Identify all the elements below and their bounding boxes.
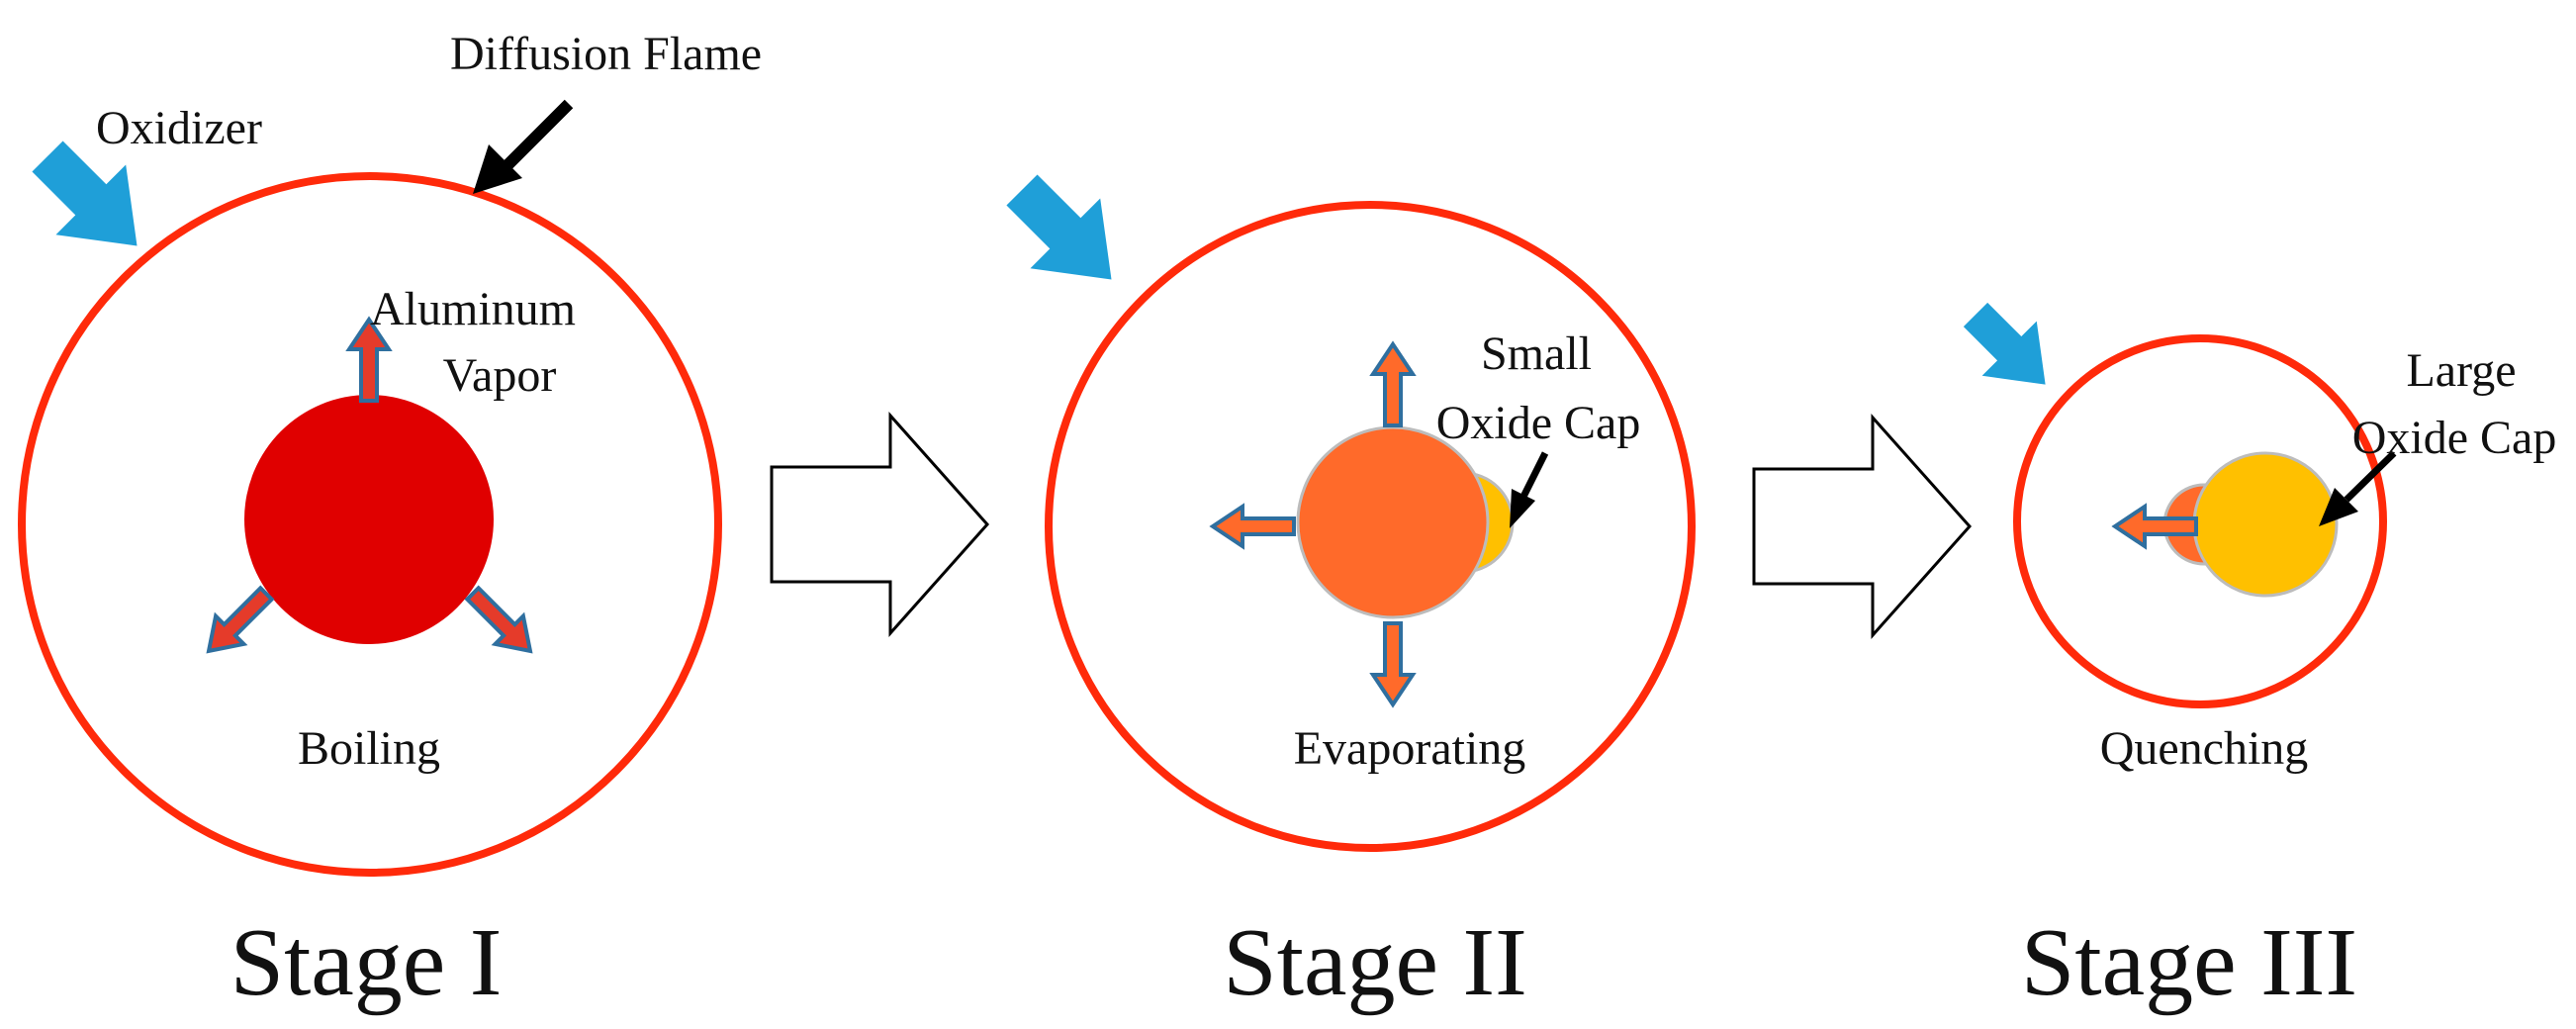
pointer-arrow-icon (498, 99, 574, 175)
stage-3-title: Stage III (2021, 909, 2357, 1016)
pointer-arrow-icon (1510, 489, 1535, 528)
stage-2-title: Stage II (1223, 909, 1527, 1016)
stage-3-process-label: Quenching (2100, 722, 2309, 775)
vapor-arrow-icon (1371, 342, 1415, 427)
stage-1-group: Oxidizer Diffusion Flame Aluminum Vapor … (12, 28, 762, 1016)
oxidizer-label: Oxidizer (96, 102, 262, 154)
stage-1-process-label: Boiling (298, 722, 440, 775)
vapor-arrow-icon (1211, 505, 1296, 548)
stage-1-flame-circle (18, 172, 722, 877)
vapor-arrow-icon (195, 580, 280, 665)
pointer-arrow-icon (473, 144, 522, 194)
stage-2-process-label: Evaporating (1294, 722, 1526, 775)
stage-2-group: Small Oxide Cap Evaporating Stage II (986, 154, 1696, 1016)
diffusion-flame-label: Diffusion Flame (450, 28, 762, 80)
large-oxide-cap-label-line2: Oxide Cap (2352, 412, 2557, 464)
large-oxide-cap-label-line1: Large (2406, 344, 2516, 397)
oxidizer-arrow-icon (1948, 287, 2073, 413)
stage-3-flame-circle (2013, 334, 2387, 708)
vapor-arrow-icon (1371, 621, 1415, 706)
small-oxide-cap-label-line1: Small (1481, 327, 1592, 380)
stage-transition-arrow-icon (770, 414, 989, 635)
pointer-arrow-icon (1519, 451, 1549, 499)
oxidizer-arrow-icon (986, 154, 1147, 315)
stage-1-droplet (244, 395, 494, 644)
aluminum-vapor-label-line1: Aluminum (370, 283, 576, 335)
stage-1-title: Stage I (230, 909, 503, 1016)
pointer-arrow-icon (2319, 488, 2358, 526)
stage-3-group: Large Oxide Cap Quenching Stage III (1948, 287, 2556, 1016)
large-oxide-cap (2192, 451, 2339, 598)
stage-2-droplet (1296, 425, 1490, 619)
small-oxide-cap-label-line2: Oxide Cap (1436, 397, 1641, 449)
aluminum-vapor-label-line2: Vapor (443, 349, 557, 402)
stage-transition-arrow-icon (1752, 416, 1972, 637)
pointer-arrow-icon (2344, 450, 2397, 503)
vapor-arrow-icon (459, 580, 544, 665)
stage-2-flame-circle (1045, 201, 1696, 852)
